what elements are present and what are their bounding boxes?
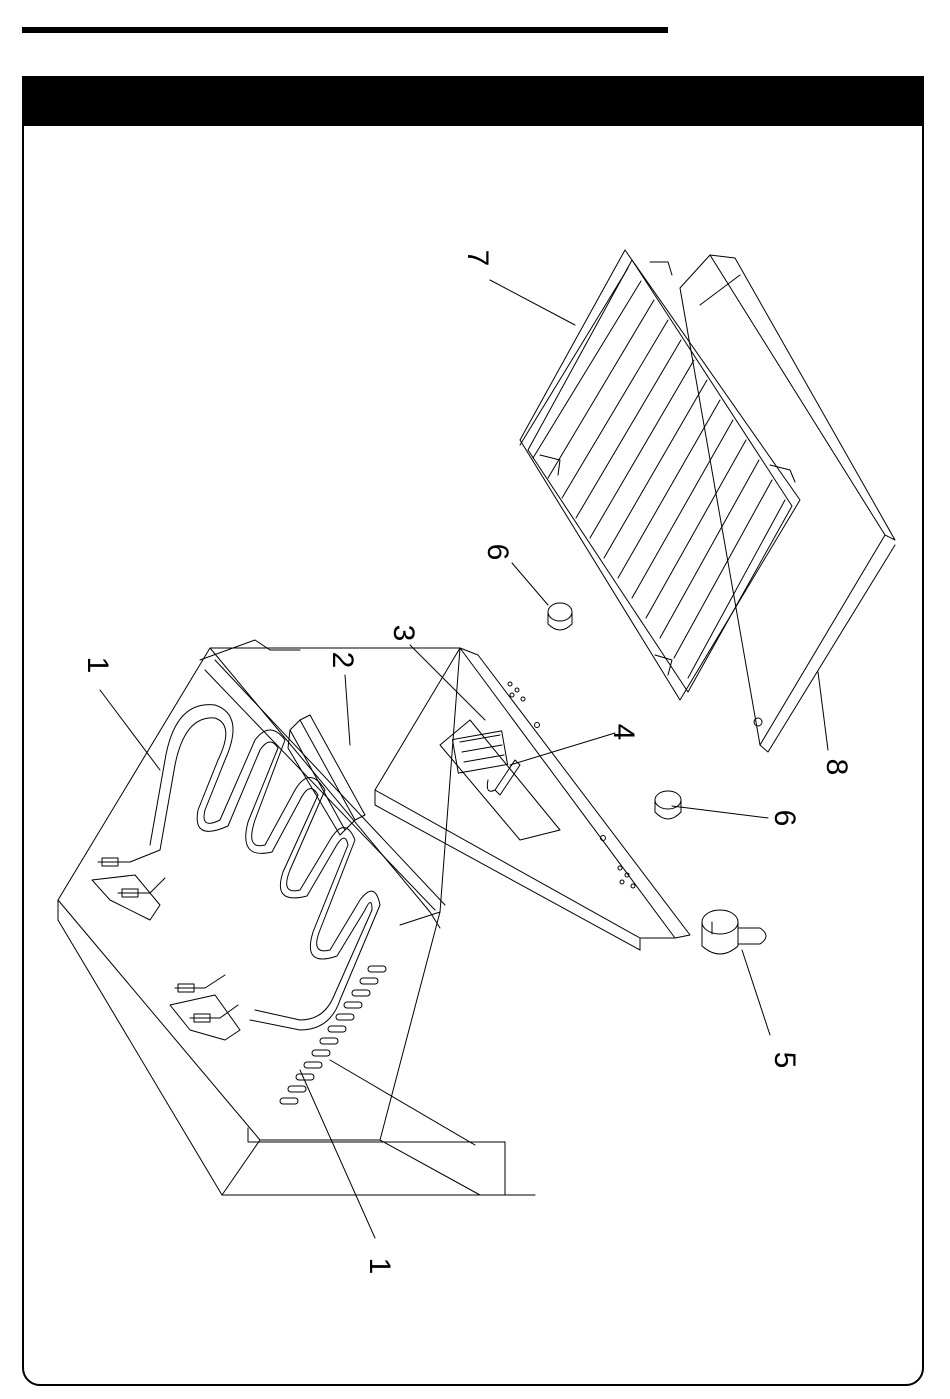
thermostat [452,731,507,773]
callout-6-lower: 6 [768,810,801,827]
callout-6-upper: 6 [481,544,514,561]
callout-2: 2 [326,652,359,669]
heating-element [92,705,380,1040]
control-knob-lower [655,791,681,819]
callout-7: 7 [461,250,494,267]
callout-1-bottom: 1 [363,1258,396,1275]
control-knob-upper [548,603,572,630]
control-panel [375,648,690,950]
wire-rack [520,250,800,700]
handle [288,715,365,835]
foot [702,910,766,954]
callout-8: 8 [820,759,853,776]
leader-lines [100,280,828,1238]
callout-5: 5 [768,1052,801,1069]
callout-labels: 1 2 3 4 5 6 6 7 8 1 [81,250,853,1275]
callout-3: 3 [387,625,420,642]
callout-4: 4 [607,724,640,741]
drip-tray [680,255,895,752]
callout-1-top: 1 [81,657,114,674]
